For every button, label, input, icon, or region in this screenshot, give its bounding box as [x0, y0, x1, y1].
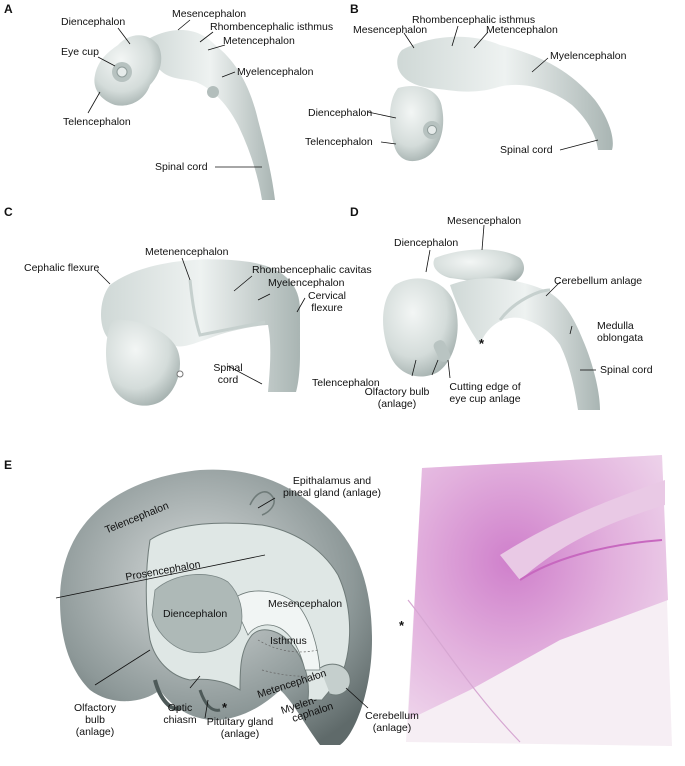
a-label-diencephalon: Diencephalon — [61, 16, 126, 28]
e-label-optic-chiasm: Optic chiasm — [160, 702, 200, 726]
c-label-cervical-line2: flexure — [311, 302, 343, 314]
histology-asterisk: * — [399, 618, 405, 633]
panel-e-shape — [60, 469, 372, 745]
d-label-spinal-cord: Spinal cord — [600, 364, 653, 376]
e-label-olfactory-line2: bulb — [85, 714, 105, 726]
e-label-pituitary-line1: Pituitary gland — [206, 716, 274, 728]
e-label-epithalamus-line2: pineal gland (anlage) — [282, 487, 382, 499]
b-label-rhomb-isthmus: Rhombencephalic isthmus — [412, 14, 536, 26]
e-label-cerebellum: Cerebellum (anlage) — [352, 710, 432, 734]
panel-a-shape — [94, 29, 275, 201]
e-label-pituitary-line2: (anlage) — [220, 728, 260, 740]
b-label-myelencephalon: Myelencephalon — [550, 50, 627, 62]
c-label-cervical-flexure: Cervical flexure — [302, 290, 352, 314]
e-label-olfactory-line1: Olfactory — [73, 702, 116, 714]
histology-image — [406, 455, 672, 746]
b-label-spinal-cord: Spinal cord — [500, 144, 553, 156]
d-label-olfactory-line1: Olfactory bulb — [364, 386, 430, 398]
e-label-cerebellum-line1: Cerebellum — [365, 710, 419, 722]
d-label-cutting-line1: Cutting edge of — [449, 381, 521, 393]
d-label-cutting-line2: eye cup anlage — [449, 393, 521, 405]
d-label-diencephalon: Diencephalon — [394, 237, 459, 249]
panel-c-shape — [101, 259, 300, 406]
e-label-cerebellum-line2: (anlage) — [372, 722, 412, 734]
e-label-optic-line2: chiasm — [163, 714, 197, 726]
panel-letter-d: D — [350, 205, 359, 219]
a-label-metencephalon: Metencephalon — [223, 35, 295, 47]
a-label-eye-cup: Eye cup — [61, 46, 99, 58]
e-label-olfactory-bulb: Olfactory bulb (anlage) — [60, 702, 130, 738]
d-label-medulla-line1: Medulla — [597, 320, 634, 332]
panel-letter-b: B — [350, 2, 359, 16]
a-label-rhomb-isthmus: Rhombencephalic isthmus — [210, 21, 334, 33]
c-label-spinal-line2: cord — [217, 374, 239, 386]
c-label-myelencephalon: Myelencephalon — [268, 277, 345, 289]
panel-letter-a: A — [4, 2, 13, 16]
d-label-cutting-edge: Cutting edge of eye cup anlage — [440, 381, 530, 405]
e-label-epithalamus-line1: Epithalamus and — [292, 475, 372, 487]
b-label-mesencephalon: Mesencephalon — [353, 24, 428, 36]
d-asterisk: * — [479, 336, 485, 351]
d-label-medulla-line2: oblongata — [597, 332, 644, 344]
e-label-isthmus: Isthmus — [270, 635, 307, 647]
b-label-diencephalon: Diencephalon — [308, 107, 373, 119]
d-label-olfactory-bulb: Olfactory bulb (anlage) — [352, 386, 442, 410]
a-label-mesencephalon: Mesencephalon — [172, 8, 247, 20]
a-label-spinal-cord: Spinal cord — [155, 161, 208, 173]
c-label-spinal-cord: Spinal cord — [208, 362, 248, 386]
a-label-myelencephalon: Myelencephalon — [237, 66, 314, 78]
panel-letter-c: C — [4, 205, 13, 219]
panel-d-shape — [383, 249, 600, 410]
d-label-olfactory-line2: (anlage) — [377, 398, 417, 410]
e-label-optic-line1: Optic — [167, 702, 193, 714]
d-label-telencephalon: Telencephalon — [312, 377, 380, 389]
d-label-medulla-oblongata: Medulla oblongata — [597, 320, 643, 344]
e-label-mesencephalon: Mesencephalon — [268, 598, 343, 610]
c-label-rhomb-cavitas: Rhombencephalic cavitas — [252, 264, 372, 276]
e-label-diencephalon: Diencephalon — [163, 608, 228, 620]
e-asterisk: * — [222, 700, 228, 715]
e-label-pituitary-gland: Pituitary gland (anlage) — [195, 716, 285, 740]
d-label-mesencephalon: Mesencephalon — [447, 215, 522, 227]
panel-b-shape — [389, 36, 613, 162]
c-label-spinal-line1: Spinal — [213, 362, 243, 374]
c-label-metenencephalon: Metenencephalon — [145, 246, 229, 258]
b-label-telencephalon: Telencephalon — [305, 136, 373, 148]
e-label-olfactory-line3: (anlage) — [75, 726, 115, 738]
panel-letter-e: E — [4, 458, 13, 472]
e-label-epithalamus: Epithalamus and pineal gland (anlage) — [262, 475, 402, 499]
d-label-cerebellum-anlage: Cerebellum anlage — [554, 275, 643, 287]
a-label-telencephalon: Telencephalon — [63, 116, 131, 128]
c-label-cervical-line1: Cervical — [308, 290, 346, 302]
b-label-metencephalon: Metencephalon — [486, 24, 558, 36]
c-label-cephalic-flexure: Cephalic flexure — [24, 262, 100, 274]
